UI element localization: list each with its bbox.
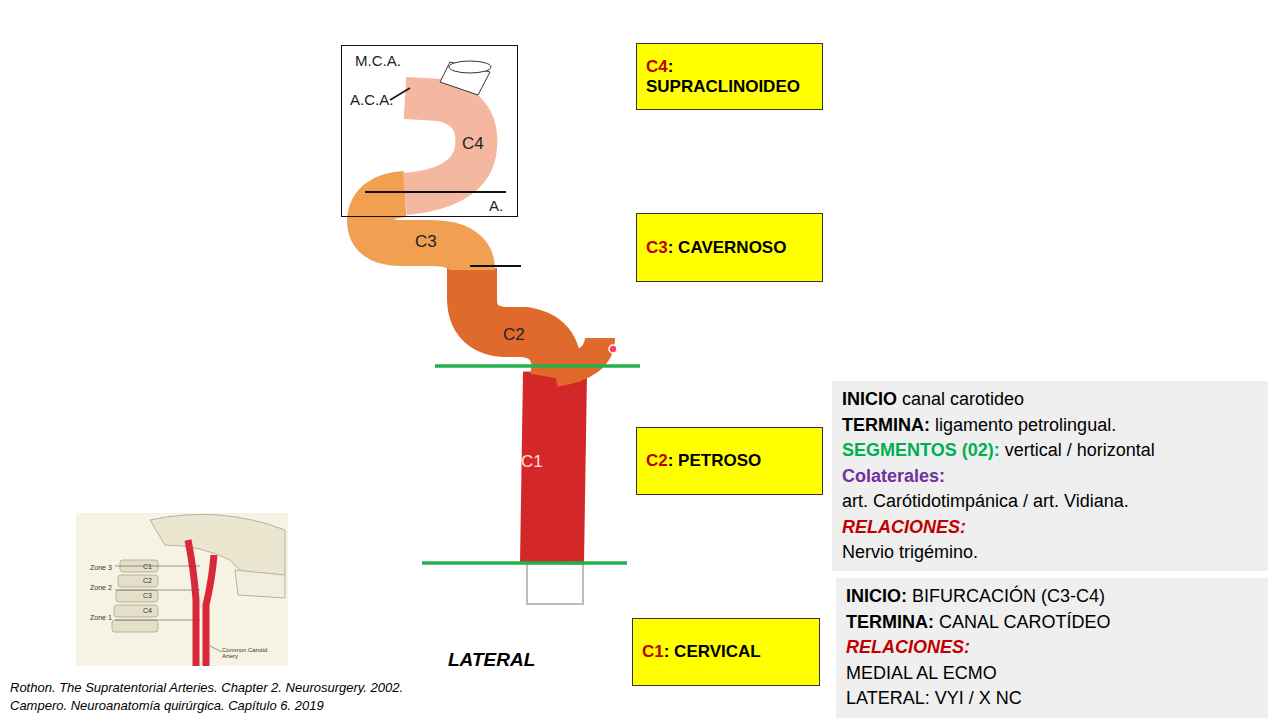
leader-line	[210, 646, 222, 652]
text-line: INICIO:BIFURCACIÓN (C3-C4)	[846, 584, 1258, 610]
segment-name: : CERVICAL	[664, 642, 761, 661]
vertebra	[118, 575, 158, 587]
text-line: RELACIONES:	[846, 635, 1258, 661]
info-text: RELACIONES:	[846, 637, 970, 657]
c2-segment	[472, 268, 556, 378]
vertebra	[112, 620, 158, 632]
boundary-line	[422, 561, 627, 565]
part-label: A.C.A.	[350, 91, 393, 108]
segment-box: C1: CERVICAL	[632, 618, 820, 686]
mca-stump	[440, 62, 490, 95]
info-text: INICIO:	[846, 586, 907, 606]
segment-divider	[365, 191, 506, 193]
info-text: INICIO	[842, 389, 897, 409]
segment-name: : PETROSO	[668, 451, 762, 470]
info-text: TERMINA:	[842, 415, 930, 435]
vertebra-label: C3	[143, 592, 152, 599]
inset-background	[76, 513, 288, 666]
artery-stump	[528, 562, 582, 603]
jaw-shape	[235, 570, 285, 598]
info-text: LATERAL: VYI / X NC	[846, 688, 1022, 708]
text-line: SEGMENTOS (02):vertical / horizontal	[842, 438, 1258, 464]
info-text: CANAL CAROTÍDEO	[939, 612, 1110, 632]
text-line: INICIOcanal carotideo	[842, 387, 1258, 413]
skull-shape	[150, 514, 285, 577]
segment-box: C2: PETROSO	[636, 427, 823, 495]
info-text: TERMINA:	[846, 612, 934, 632]
info-box: INICIOcanal carotideoTERMINA:ligamento p…	[832, 381, 1268, 571]
vertebra-label: C1	[143, 563, 152, 570]
info-box: INICIO:BIFURCACIÓN (C3-C4)TERMINA:CANAL …	[836, 578, 1268, 718]
text-line: Nervio trigémino.	[842, 540, 1258, 566]
vertebra-label: C2	[143, 577, 152, 584]
segment-label: C1	[521, 452, 543, 472]
artery-stump	[526, 560, 584, 605]
info-text: canal carotideo	[902, 389, 1024, 409]
zone-line	[115, 566, 200, 567]
c1-segment	[552, 372, 555, 564]
info-text: RELACIONES:	[842, 517, 966, 537]
zone-line	[115, 590, 200, 591]
text-line: TERMINA:CANAL CAROTÍDEO	[846, 610, 1258, 636]
part-label: A.	[489, 197, 503, 214]
text-line: LATERAL: VYI / X NC	[846, 686, 1258, 712]
segment-label: C3	[415, 232, 437, 252]
info-text: vertical / horizontal	[1005, 440, 1155, 460]
segment-title: C4: SUPRACLINOIDEO	[646, 57, 822, 97]
text-line: RELACIONES:	[842, 515, 1258, 541]
info-text: art. Carótidotimpánica / art. Vidiana.	[842, 491, 1129, 511]
info-text: ligamento petrolingual.	[935, 415, 1116, 435]
boundary-line	[435, 364, 640, 368]
view-label: LATERAL	[448, 649, 535, 671]
segment-title: C3: CAVERNOSO	[646, 238, 786, 258]
text-line: Colaterales:	[842, 464, 1258, 490]
segment-title: C2: PETROSO	[646, 451, 761, 471]
part-label: Common Carotid Artery	[222, 647, 277, 659]
part-label: C4	[462, 134, 484, 154]
zone-line	[115, 620, 200, 621]
segment-box: C3: CAVERNOSO	[636, 213, 823, 282]
segment-label: C2	[503, 325, 525, 345]
segment-name: : SUPRACLINOIDEO	[646, 57, 800, 96]
info-text: Nervio trigémino.	[842, 542, 978, 562]
text-line: TERMINA:ligamento petrolingual.	[842, 413, 1258, 439]
segment-title: C1: CERVICAL	[642, 642, 761, 662]
segment-box: C4: SUPRACLINOIDEO	[636, 43, 823, 110]
segment-name: : CAVERNOSO	[668, 238, 787, 257]
info-text: MEDIAL AL ECMO	[846, 663, 997, 683]
text-line: art. Carótidotimpánica / art. Vidiana.	[842, 489, 1258, 515]
segment-code: C2	[646, 451, 668, 470]
vertebra	[116, 590, 158, 602]
zone-label: Zone 1	[90, 614, 112, 621]
info-text: Colaterales:	[842, 466, 945, 486]
info-text: SEGMENTOS (02):	[842, 440, 1000, 460]
segment-code: C1	[642, 642, 664, 661]
segment-code: C4	[646, 57, 668, 76]
pointer-dot	[609, 345, 617, 353]
vertebra-label: C4	[143, 607, 152, 614]
reference-note: Rothon. The Supratentorial Arteries. Cha…	[10, 680, 403, 695]
zone-label: Zone 2	[90, 584, 112, 591]
reference-note: Campero. Neuroanatomía quirúrgica. Capít…	[10, 698, 324, 713]
part-label: M.C.A.	[355, 52, 401, 69]
info-text: BIFURCACIÓN (C3-C4)	[912, 586, 1105, 606]
segment-code: C3	[646, 238, 668, 257]
text-line: MEDIAL AL ECMO	[846, 661, 1258, 687]
illustration-frame: M.C.A. A.C.A. C4A.	[341, 45, 518, 217]
segment-divider	[470, 265, 521, 267]
vertebra	[114, 605, 158, 617]
zone-label: Zone 3	[90, 564, 112, 571]
mca-opening	[449, 61, 491, 73]
inset-carotid	[188, 540, 214, 666]
